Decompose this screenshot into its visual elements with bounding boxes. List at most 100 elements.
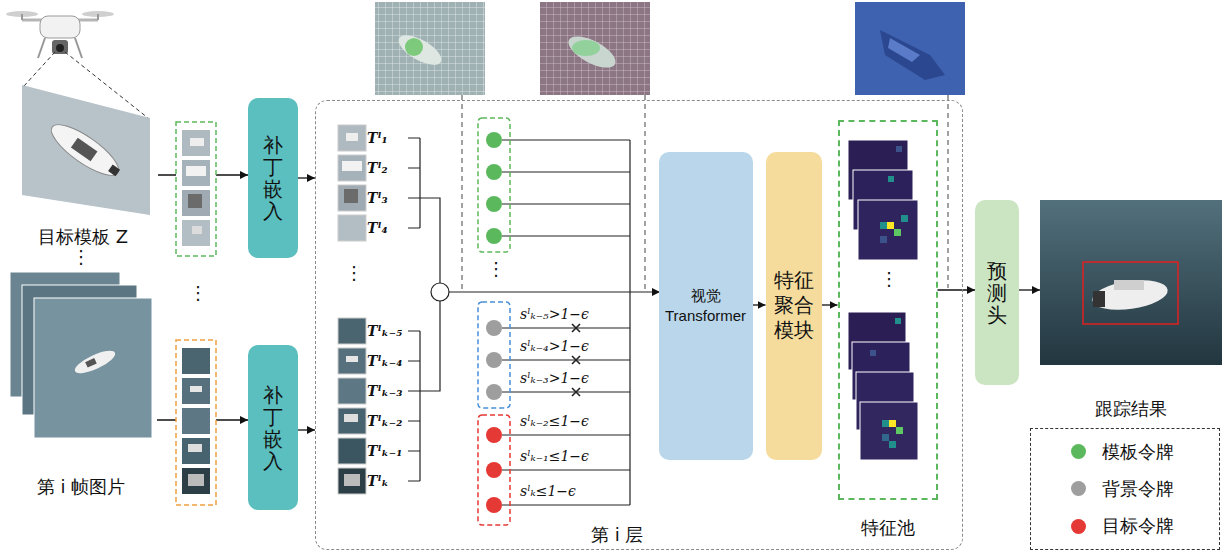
frame-stack-part [34,298,152,438]
drone-icon-part [38,38,82,58]
frame-patches-part [188,474,204,486]
token-symbol: Tˡₖ [367,472,389,490]
score-condition: sˡₖ₋₁≤1−ϵ [520,447,589,465]
score-condition: sˡₖ₋₅>1−ϵ [520,305,589,323]
feature-maps [848,140,918,460]
feature-maps-part [896,427,903,434]
token-patches-part [338,185,366,211]
feature-maps-part [889,441,896,448]
tracking-result-image [1040,200,1222,365]
feature-maps-part [858,200,918,260]
feature-maps-part [889,420,896,427]
feature-maps-part [870,350,876,356]
token-dots-part [486,352,502,368]
arrow-connector [1019,289,1040,290]
ellipsis-mark: ⋮ [72,246,90,267]
frame-image-node: 第 i 帧图片 [5,268,157,500]
token-patches-part [344,189,358,203]
heatmap-images-part [375,2,485,95]
node-label: 跟踪结果 [1095,398,1167,420]
ellipsis-mark: ⋮ [345,262,363,283]
token-wires-part [502,292,630,505]
feature-maps-part [895,318,901,324]
node-label: 第 i 帧图片 [37,476,125,498]
heatmap-images-part [880,30,945,80]
template-patches-part [182,190,210,216]
token-patches-part [338,215,366,241]
token-dots-part [486,228,502,244]
template-image-part-part [71,138,98,162]
token-patches [338,125,366,494]
token-patches-part [346,133,358,141]
heatmap-images-part [375,2,485,95]
frame-patches-part [188,444,202,452]
legend-text: 模板令牌 [1102,440,1174,464]
template-image-part [22,85,150,215]
heatmap-images-part [855,2,965,95]
frame-patches [176,340,216,505]
process-box: 预测头 [975,200,1019,385]
token-wires-part [502,140,630,292]
template-image [22,85,150,215]
token-wires-part [431,283,449,301]
process-box: 补丁嵌入 [248,98,298,258]
result-image-node: 跟踪结果 [1040,200,1222,422]
drone-icon-part [56,44,64,52]
node-label: 特征池 [840,516,936,540]
tracking-result-image-part [1093,291,1105,307]
token-dots-part [478,415,510,525]
legend-swatch [1071,519,1086,534]
token-wires-part [408,138,440,283]
token-patches-part [342,161,362,171]
legend-swatch [1071,444,1086,459]
heatmap-images-part [540,2,650,95]
arrow-connector [753,304,766,305]
frame-patches-part [182,438,210,464]
template-patches-part [192,226,202,234]
template-patches-part [186,166,206,176]
legend-row: 模板令牌 [1031,440,1219,464]
arrow-connector [938,289,976,290]
template-patches-part [190,138,204,146]
template-patches-part [188,194,202,208]
score-condition: sˡₖ₋₄>1−ϵ [520,337,589,355]
template-image-node: 目标模板 Z [8,62,158,250]
feature-maps-part [894,229,901,236]
frame-patches-part [182,468,210,494]
token-dots-part [486,384,502,400]
feature-maps-part [880,222,887,229]
heatmap-images-part [394,29,446,70]
token-wires-part [449,291,660,292]
legend-row: 目标令牌 [1031,514,1219,538]
feature-maps-part [901,215,908,222]
token-dots [478,118,510,525]
token-dots-part [486,164,502,180]
token-dots-part [478,118,510,252]
feature-maps-part [887,222,894,229]
score-condition: sˡₖ≤1−ϵ [520,482,576,500]
token-patches-part [338,155,366,181]
heatmap-images-part [540,2,650,95]
token-dots-part [486,196,502,212]
template-patches-part [182,220,210,246]
score-condition: sˡₖ₋₃>1−ϵ [520,369,589,387]
feature-pool: 特征池 [838,120,938,500]
feature-maps-part [882,434,889,441]
token-patches-part [338,348,366,374]
token-patches-part [338,318,366,344]
template-patches [176,122,216,256]
tracking-result-image-part [1083,262,1178,324]
token-symbol: Tˡ₄ [367,219,388,237]
feature-maps-part [882,420,889,427]
node-label: 目标模板 Z [38,226,128,248]
template-patches-part [182,160,210,186]
tracking-result-image-part [1114,280,1144,290]
frame-patches-part [182,408,210,434]
token-patches-part [338,378,366,404]
template-image-part-part [45,116,125,183]
ellipsis-mark: ⋮ [880,268,898,289]
process-box: 特征聚合模块 [766,152,822,460]
template-image-part [45,116,125,183]
token-dots-part [486,497,502,513]
token-dots-part [486,427,502,443]
